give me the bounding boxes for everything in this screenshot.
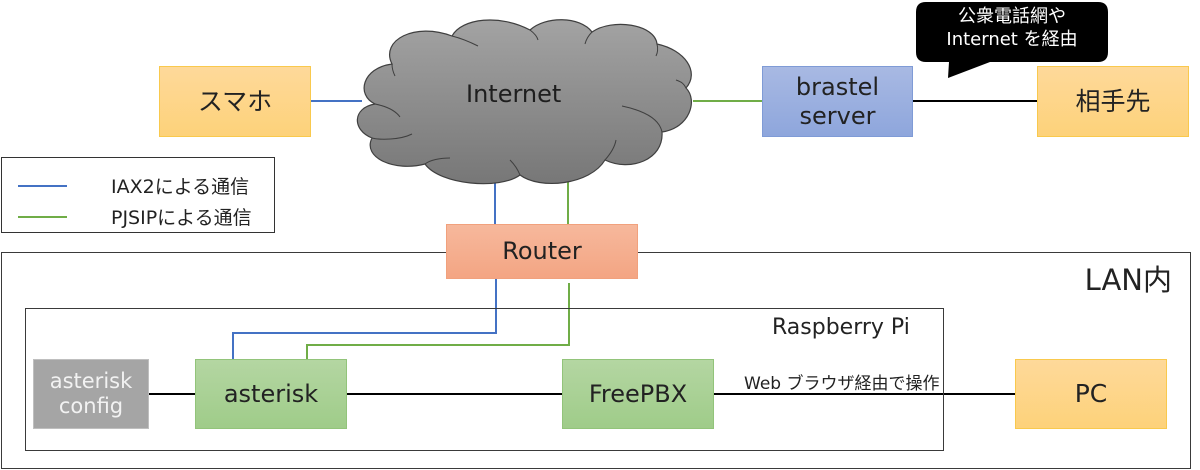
iax2-line-swatch bbox=[18, 184, 67, 187]
brastel-label-line2: server bbox=[799, 101, 876, 130]
callout-bubble bbox=[916, 2, 1108, 78]
legend: IAX2による通信 PJSIPによる通信 bbox=[1, 157, 275, 233]
freepbx-label: FreePBX bbox=[588, 379, 688, 408]
legend-item-pjsip: PJSIPによる通信 bbox=[18, 203, 252, 230]
edge-router-asterisk-iax2 bbox=[232, 279, 497, 359]
freepbx-node: FreePBX bbox=[562, 359, 714, 429]
legend-label-iax2: IAX2による通信 bbox=[111, 176, 250, 198]
raspberry-pi-group bbox=[25, 308, 944, 451]
smartphone-label: スマホ bbox=[197, 86, 273, 116]
asterisk-config-node: asterisk config bbox=[33, 359, 149, 429]
legend-item-iax2: IAX2による通信 bbox=[18, 172, 249, 199]
brastel-server-node: brastel server bbox=[762, 66, 913, 137]
raspberry-pi-group-label: Raspberry Pi bbox=[772, 315, 910, 340]
asterisk-label: asterisk bbox=[223, 379, 319, 408]
asterisk-config-label-line2: config bbox=[58, 394, 124, 418]
asterisk-config-label-line1: asterisk bbox=[49, 368, 133, 393]
internet-cloud bbox=[356, 19, 692, 185]
callee-node: 相手先 bbox=[1037, 66, 1189, 137]
router-node: Router bbox=[446, 224, 638, 279]
pc-label: PC bbox=[1074, 379, 1108, 408]
router-label: Router bbox=[502, 237, 582, 266]
callout-line1: 公衆電話網や bbox=[958, 6, 1066, 27]
pc-node: PC bbox=[1015, 359, 1167, 429]
lan-group-label: LAN内 bbox=[1084, 263, 1172, 297]
asterisk-node: asterisk bbox=[195, 359, 347, 429]
freepbx-pc-edge-label: Web ブラウザ経由で操作 bbox=[744, 374, 940, 394]
callout-line2: Internet を経由 bbox=[946, 29, 1078, 51]
smartphone-node: スマホ bbox=[159, 66, 311, 137]
internet-label: Internet bbox=[466, 80, 562, 108]
legend-label-pjsip: PJSIPによる通信 bbox=[111, 207, 252, 229]
callee-label: 相手先 bbox=[1075, 86, 1151, 116]
edge-router-asterisk-pjsip bbox=[306, 283, 570, 359]
brastel-label-line1: brastel bbox=[795, 72, 880, 101]
callout-text: 公衆電話網や Internet を経由 bbox=[916, 5, 1108, 52]
pjsip-line-swatch bbox=[18, 215, 67, 218]
